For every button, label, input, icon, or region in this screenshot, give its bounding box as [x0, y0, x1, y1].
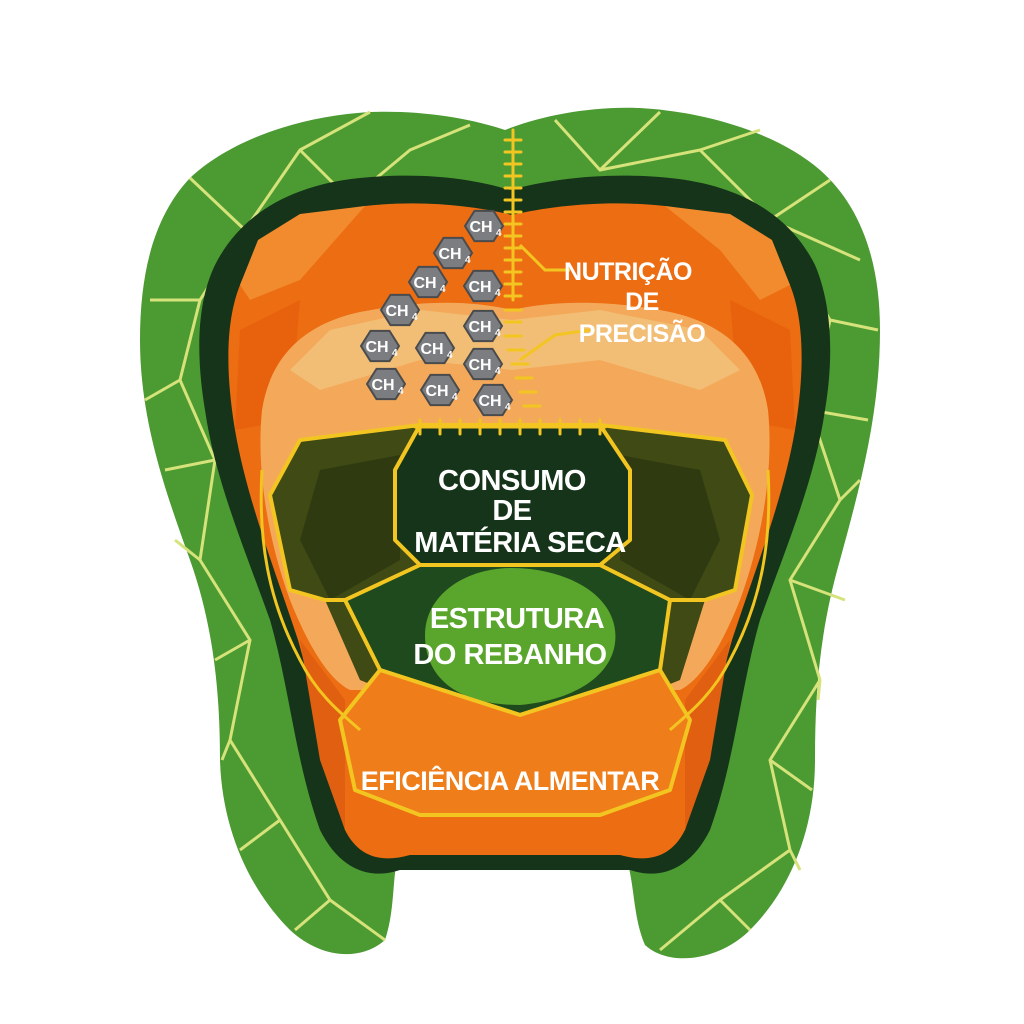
callout-label-line-2: DE: [625, 288, 659, 316]
ch4-molecule: CH 4: [365, 367, 407, 401]
inner-pit-shadow: [300, 455, 400, 600]
ch4-subscript: 4: [495, 328, 501, 339]
ch4-hexagon: [414, 331, 456, 365]
ch4-hexagon: [432, 236, 474, 270]
crown-outline: [268, 423, 754, 602]
ch4-hexagon: [365, 367, 407, 401]
leaf-veins: [144, 110, 879, 952]
ch4-subscript: 4: [495, 288, 501, 299]
ch4-formula: CH: [438, 246, 461, 263]
ch4-subscript: 4: [495, 366, 501, 377]
ch4-formula: CH: [371, 377, 394, 394]
ch4-subscript: 4: [452, 392, 458, 403]
ch4-hexagon: [472, 383, 514, 417]
center-label-line-1: ESTRUTURA: [430, 603, 605, 635]
ch4-subscript: 4: [505, 402, 511, 413]
ch4-molecule: CH 4: [379, 293, 421, 327]
bottom-band: [338, 668, 692, 817]
ch4-molecule: CH 4: [432, 236, 474, 270]
ch4-hexagon: [419, 373, 461, 407]
ch4-molecule: CH 4: [462, 347, 504, 381]
center-label-line-2: DO REBANHO: [413, 639, 606, 671]
ch4-subscript: 4: [412, 312, 418, 323]
ch4-formula: CH: [469, 219, 492, 236]
inner-pit-shadow-right: [620, 455, 720, 600]
ch4-subscript: 4: [440, 284, 446, 295]
callout-label-line-1: NUTRIÇÃO: [564, 256, 692, 286]
ch4-formula: CH: [420, 341, 443, 358]
ch4-molecule: CH 4: [472, 383, 514, 417]
ch4-formula: CH: [385, 303, 408, 320]
ch4-formula: CH: [478, 393, 501, 410]
ch4-molecule: CH 4: [462, 309, 504, 343]
ch4-molecule: CH 4: [407, 265, 449, 299]
ch4-hexagon: [462, 347, 504, 381]
ch4-formula: CH: [365, 339, 388, 356]
hexagon-top-label-line-3: MATÉRIA SECA: [414, 525, 626, 559]
ch4-molecule: CH 4: [462, 269, 504, 303]
ch4-hexagon: [407, 265, 449, 299]
outer-gold-line: [259, 469, 771, 732]
bottom-label: EFICIÊNCIA ALMENTAR: [361, 765, 659, 796]
ch4-molecule: CH 4: [359, 329, 401, 363]
ch4-formula: CH: [468, 357, 491, 374]
ch4-formula: CH: [413, 275, 436, 292]
ch4-subscript: 4: [465, 255, 471, 266]
center-seam: [503, 128, 542, 408]
hexagon-seam: [413, 418, 607, 436]
ch4-hexagon: [463, 209, 505, 243]
ch4-molecule: CH 4: [419, 373, 461, 407]
ch4-subscript: 4: [398, 386, 404, 397]
ch4-hexagon: [379, 293, 421, 327]
ch4-hexagon: [359, 329, 401, 363]
ch4-formula: CH: [468, 279, 491, 296]
hexagon-top-label-line-2: DE: [492, 495, 531, 527]
ch4-molecule: CH 4: [414, 331, 456, 365]
ch4-formula: CH: [468, 319, 491, 336]
ch4-hexagon: [462, 269, 504, 303]
callout-label-line-3: PRECISÃO: [579, 318, 706, 348]
ch4-molecule: CH 4: [463, 209, 505, 243]
center-blob: [425, 568, 616, 705]
ch4-subscript: 4: [392, 348, 398, 359]
hexagon-top-label-line-1: CONSUMO: [438, 465, 586, 497]
ch4-subscript: 4: [496, 228, 502, 239]
ch4-hexagon: [462, 309, 504, 343]
callout-leader: [518, 243, 591, 362]
ch4-subscript: 4: [447, 350, 453, 361]
ch4-formula: CH: [425, 383, 448, 400]
